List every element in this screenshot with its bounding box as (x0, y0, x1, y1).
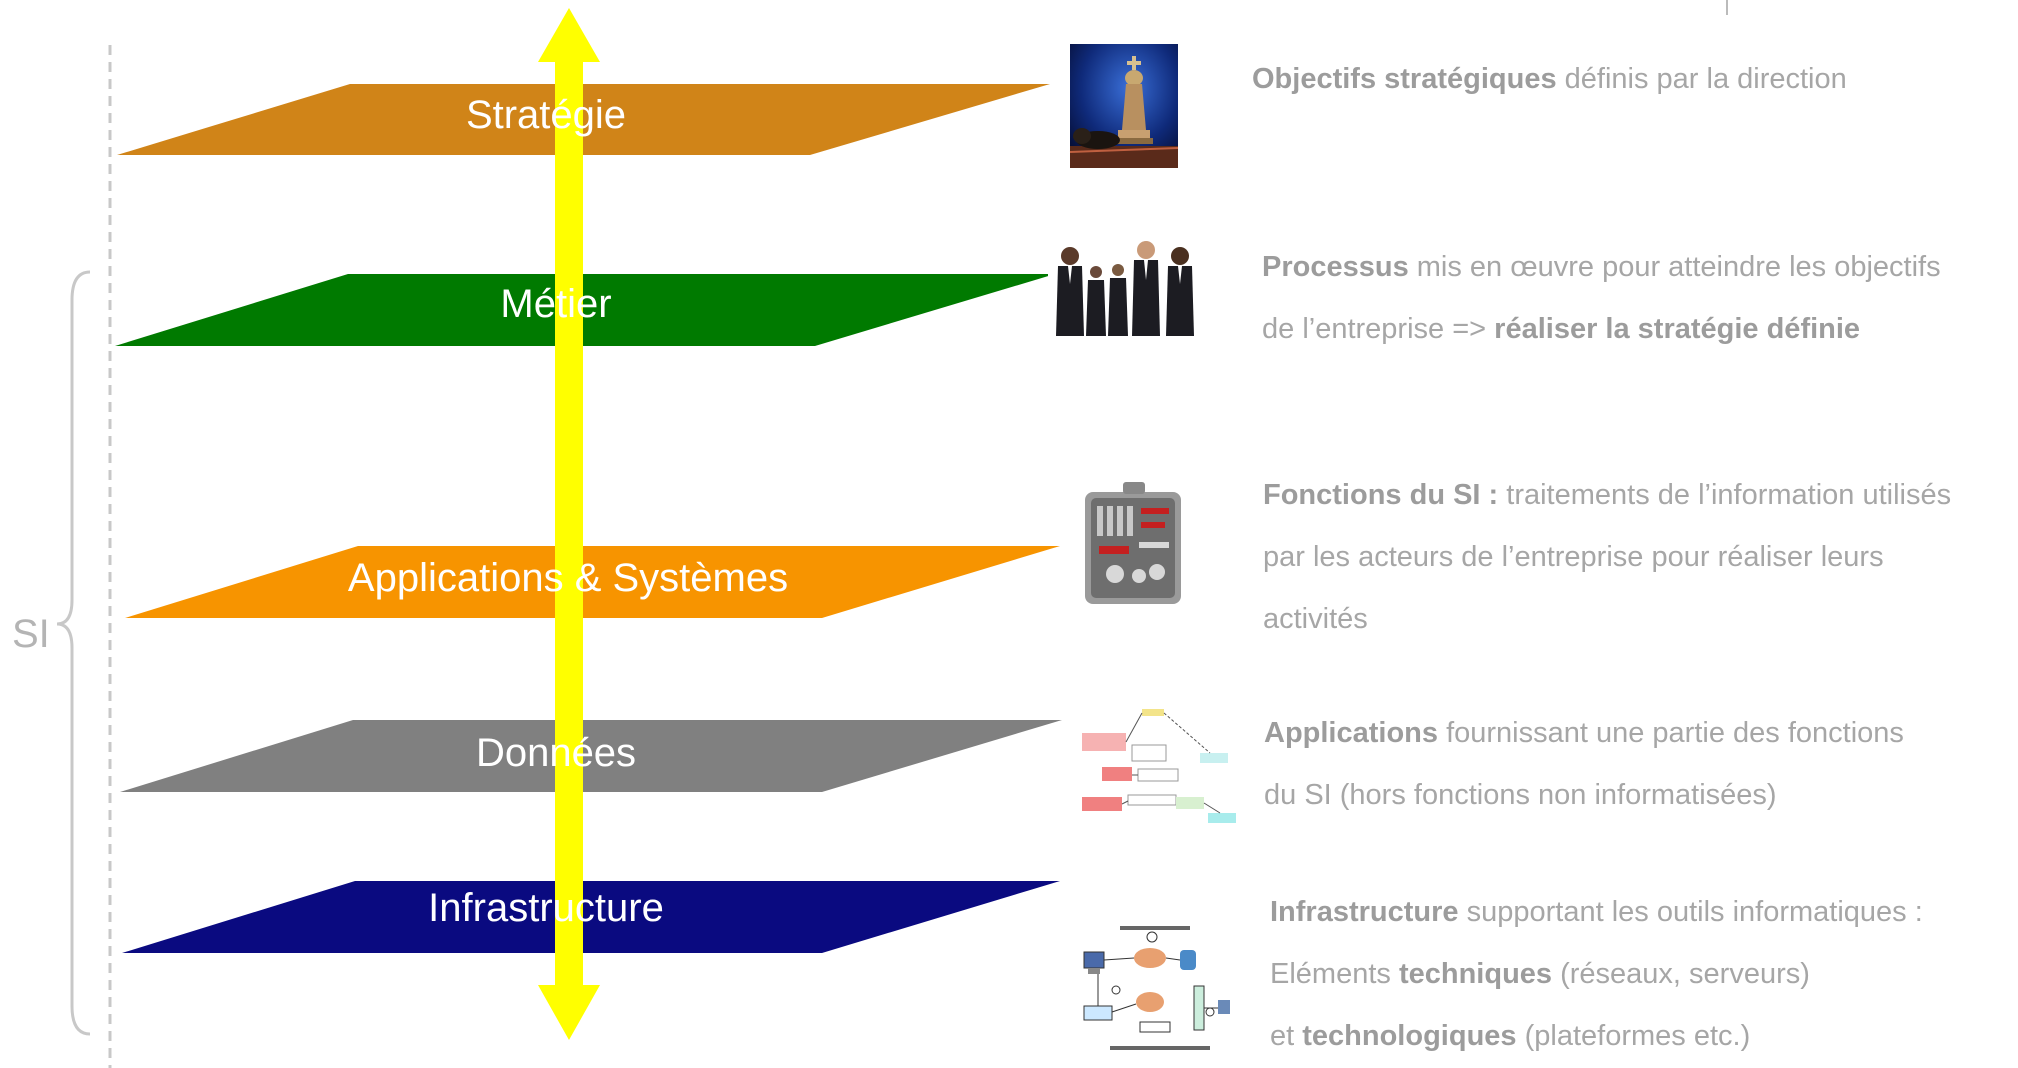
description-line: de l’entreprise => réaliser la stratégie… (1262, 298, 1941, 360)
description-emphasis: Fonctions du SI : (1263, 479, 1499, 511)
description-emphasis: Infrastructure (1270, 896, 1459, 928)
description-infrastructure: Infrastructure supportant les outils inf… (1270, 881, 1923, 1067)
description-applications: Fonctions du SI : traitements de l’infor… (1263, 464, 1951, 650)
description-text: fournissant une partie des fonctions (1438, 717, 1904, 749)
layer-plane-applications (125, 546, 1060, 618)
description-text: Eléments (1270, 958, 1399, 990)
description-metier: Processus mis en œuvre pour atteindre le… (1262, 236, 1941, 360)
layer-plane-infrastructure (122, 881, 1060, 953)
description-line: Infrastructure supportant les outils inf… (1270, 881, 1923, 943)
si-brace (56, 270, 91, 1036)
layer-label-infrastructure: Infrastructure (428, 886, 664, 930)
description-text: par les acteurs de l’entreprise pour réa… (1263, 541, 1884, 573)
layer-plane-donnees (120, 720, 1062, 792)
layer-label-metier: Métier (500, 282, 612, 326)
description-emphasis: techniques (1398, 958, 1553, 990)
description-text: mis en œuvre pour atteindre les objectif… (1408, 251, 1941, 283)
double-arrow-icon (538, 8, 600, 1040)
description-line: et technologiques (plateformes etc.) (1270, 1005, 1923, 1067)
description-emphasis: Processus (1262, 251, 1409, 283)
layer-plane-metier (115, 274, 1055, 346)
business-people-icon (1048, 236, 1200, 336)
description-text: et (1270, 1020, 1303, 1052)
description-donnees: Applications fournissant une partie des … (1264, 702, 1904, 826)
description-strategie: Objectifs stratégiques définis par la di… (1252, 48, 1847, 110)
description-emphasis: réaliser la stratégie définie (1494, 313, 1861, 345)
si-label: SI (12, 612, 50, 656)
description-emphasis: technologiques (1302, 1020, 1517, 1052)
description-line: Processus mis en œuvre pour atteindre le… (1262, 236, 1941, 298)
description-line: activités (1263, 588, 1951, 650)
description-text: traitements de l’information utilisés (1498, 479, 1952, 511)
description-text: supportant les outils informatiques : (1458, 896, 1923, 928)
description-emphasis: Applications (1264, 717, 1439, 749)
description-line: par les acteurs de l’entreprise pour réa… (1263, 526, 1951, 588)
data-model-diagram-icon (1080, 705, 1240, 825)
toolbox-icon (1085, 482, 1181, 604)
description-text: du SI (hors fonctions non informatisées) (1264, 779, 1777, 811)
description-text: (réseaux, serveurs) (1552, 958, 1810, 990)
description-text: de l’entreprise => (1262, 313, 1495, 345)
description-text: activités (1263, 603, 1368, 635)
description-line: Fonctions du SI : traitements de l’infor… (1263, 464, 1951, 526)
layer-label-strategie: Stratégie (465, 93, 627, 137)
layer-label-donnees: Données (475, 731, 637, 775)
description-line: du SI (hors fonctions non informatisées) (1264, 764, 1904, 826)
network-architecture-diagram-icon (1080, 922, 1238, 1057)
chess-king-icon (1069, 44, 1179, 168)
description-emphasis: Objectifs stratégiques (1252, 63, 1557, 95)
description-text: (plateformes etc.) (1516, 1020, 1751, 1052)
description-text: définis par la direction (1556, 63, 1847, 95)
layer-label-applications: Applications & Systèmes (347, 556, 789, 600)
description-line: Eléments techniques (réseaux, serveurs) (1270, 943, 1923, 1005)
description-line: Applications fournissant une partie des … (1264, 702, 1904, 764)
layer-plane-strategie (117, 84, 1050, 155)
description-line: Objectifs stratégiques définis par la di… (1252, 48, 1847, 110)
